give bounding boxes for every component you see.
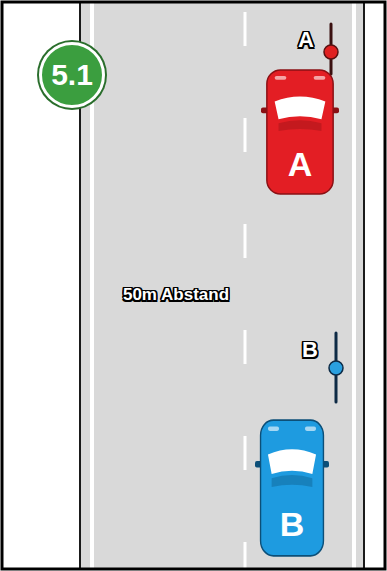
badge-number: 5.1 [51, 58, 93, 92]
cyclist-b [329, 333, 343, 402]
car-letter: A [288, 145, 313, 184]
road-surface [80, 3, 364, 568]
cyclist-label: B [302, 337, 318, 363]
car-b: B [255, 418, 329, 558]
cyclist-a [324, 24, 338, 74]
car-letter: B [280, 505, 305, 544]
road-border [363, 3, 365, 568]
number-badge: 5.1 [39, 42, 105, 108]
car-a: A [261, 68, 339, 196]
distance-label: 50m Abstand [123, 285, 229, 305]
cyclist-label: A [298, 27, 314, 53]
center-dash-line [244, 12, 247, 568]
edge-line [352, 3, 356, 568]
